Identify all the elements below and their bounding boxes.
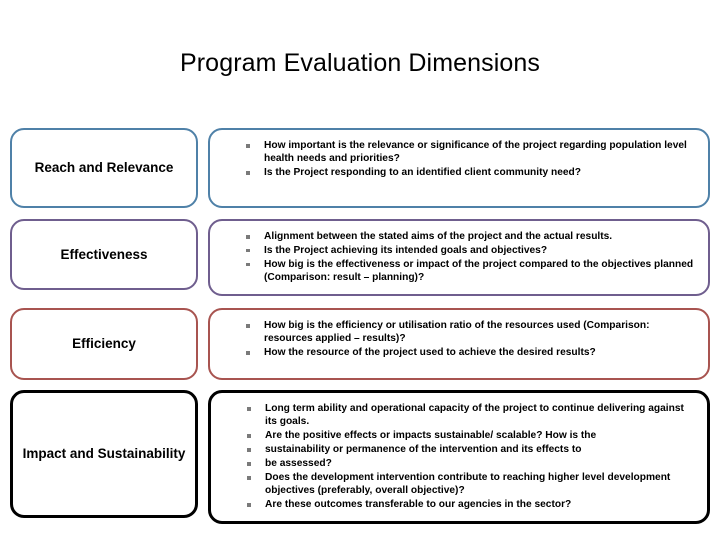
dimension-label-box-impact-and-sustainability[interactable]: Impact and Sustainability <box>10 390 198 518</box>
dimension-label-text: Reach and Relevance <box>34 160 174 175</box>
bullet-list: How big is the efficiency or utilisation… <box>228 319 696 360</box>
list-item: Are these outcomes transferable to our a… <box>229 498 695 511</box>
dimension-label-box-reach-and-relevance[interactable]: Reach and Relevance <box>10 128 198 208</box>
list-item: Is the Project achieving its intended go… <box>228 244 696 257</box>
list-item: How big is the effectiveness or impact o… <box>228 258 696 285</box>
dimension-label-text: Impact and Sustainability <box>22 446 186 461</box>
page-title: Program Evaluation Dimensions <box>179 49 540 77</box>
list-item: Long term ability and operational capaci… <box>229 402 695 429</box>
dimension-detail-box-impact-and-sustainability[interactable]: Long term ability and operational capaci… <box>208 390 710 525</box>
dimension-label-box-efficiency[interactable]: Efficiency <box>10 308 198 380</box>
list-item: Alignment between the stated aims of the… <box>228 230 696 243</box>
list-item: sustainability or permanence of the inte… <box>229 443 695 456</box>
list-item: How the resource of the project used to … <box>228 346 696 359</box>
dimension-detail-box-effectiveness[interactable]: Alignment between the stated aims of the… <box>208 219 710 297</box>
list-item: How big is the efficiency or utilisation… <box>228 319 696 346</box>
list-item: Does the development intervention contri… <box>229 471 695 498</box>
list-item: Are the positive effects or impacts sust… <box>229 429 695 442</box>
bullet-list: Alignment between the stated aims of the… <box>228 230 696 285</box>
list-item: Is the Project responding to an identifi… <box>228 166 696 179</box>
dimension-label-text: Efficiency <box>72 336 136 351</box>
dimension-label-text: Effectiveness <box>60 246 148 262</box>
bullet-list: How important is the relevance or signif… <box>228 139 696 180</box>
bullet-list: Long term ability and operational capaci… <box>229 402 695 512</box>
dimension-detail-box-reach-and-relevance[interactable]: How important is the relevance or signif… <box>208 128 710 208</box>
list-item: be assessed? <box>229 457 695 470</box>
dimension-detail-box-efficiency[interactable]: How big is the efficiency or utilisation… <box>208 308 710 380</box>
list-item: How important is the relevance or signif… <box>228 139 696 166</box>
dimension-label-box-effectiveness[interactable]: Effectiveness <box>10 219 198 290</box>
